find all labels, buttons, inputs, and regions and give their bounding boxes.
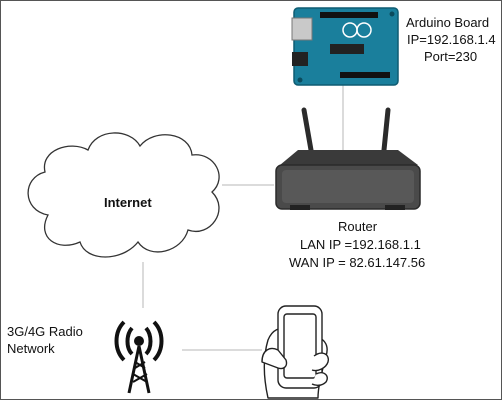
arduino-ip: IP=192.168.1.4	[407, 32, 496, 47]
internet-label: Internet	[104, 195, 152, 210]
arduino-port: Port=230	[424, 49, 478, 64]
radio-network-label-line2: Network	[7, 341, 55, 356]
router-wan-ip: WAN IP = 82.61.147.56	[289, 255, 426, 270]
radio-network-label-line1: 3G/4G Radio	[7, 324, 83, 339]
router-lan-ip: LAN IP =192.168.1.1	[300, 237, 421, 252]
internet-cloud-icon	[27, 132, 220, 258]
router-title: Router	[338, 219, 378, 234]
router-icon	[275, 107, 421, 210]
arduino-board-icon	[291, 7, 399, 86]
arduino-title: Arduino Board	[406, 15, 490, 30]
smartphone-hand-icon	[261, 305, 329, 399]
radio-tower-icon	[114, 320, 164, 394]
